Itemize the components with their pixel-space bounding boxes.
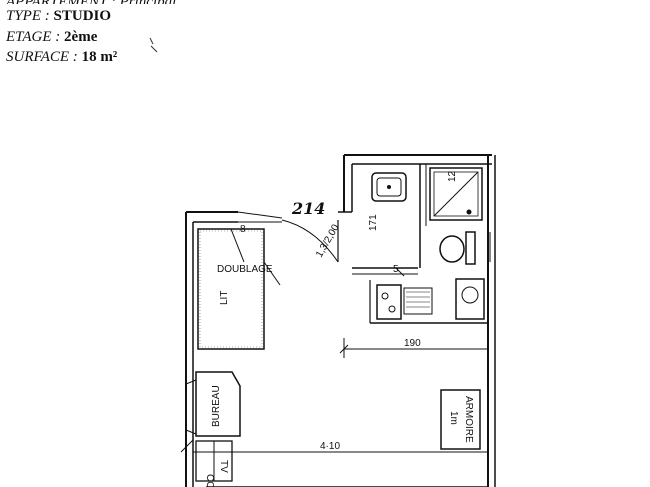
shower-dim: 12	[447, 170, 458, 182]
walls	[185, 154, 496, 487]
wardrobe-label: ARMOIRE	[463, 396, 474, 443]
toilet	[439, 231, 476, 265]
header-line-apartment: APPARTEMENT : Principal	[6, 0, 176, 9]
desk-label: BUREAU	[211, 385, 222, 427]
apartment-label: APPARTEMENT : Principal	[6, 0, 176, 4]
bed-label: LIT	[219, 291, 230, 305]
shower: 12	[429, 167, 483, 221]
dim-room-width: 4·10	[320, 441, 340, 452]
kitchenette	[376, 278, 485, 320]
surface-value: 18 m²	[81, 49, 118, 65]
pen-mark	[149, 37, 158, 53]
cooktop	[376, 284, 402, 320]
type-value: STUDIO	[53, 8, 112, 24]
surface-label: SURFACE :	[6, 49, 82, 65]
dimensions	[180, 232, 491, 453]
floor-value: 2ème	[64, 29, 98, 45]
washbasin	[371, 172, 407, 202]
header-line-floor: ETAGE : 2ème	[6, 29, 97, 46]
dim-bath-depth: 171	[368, 214, 379, 231]
desk: BUREAU	[185, 371, 241, 437]
header-line-surface: SURFACE : 18 m²	[6, 49, 117, 66]
type-label: TYPE :	[6, 8, 54, 24]
tv-label: TV	[218, 460, 229, 473]
door-number: 214	[291, 199, 325, 218]
col-label: COL	[204, 474, 215, 487]
dim-b: 8	[240, 224, 246, 235]
lining-label: DOUBLAGE	[217, 264, 273, 275]
fridge	[455, 278, 485, 320]
bed-outline	[197, 228, 265, 350]
bed: LIT	[197, 228, 281, 350]
wardrobe-size: 1m	[448, 411, 459, 425]
sink-drainer	[403, 287, 433, 315]
dim-c: 5	[393, 264, 399, 275]
dim-entry-width: 190	[404, 338, 421, 349]
wardrobe: ARMOIRE 1m	[440, 389, 481, 450]
header-line-type: TYPE : STUDIO	[6, 8, 111, 25]
tv-unit: COL TV	[195, 440, 233, 487]
floor-label: ETAGE :	[6, 29, 65, 45]
